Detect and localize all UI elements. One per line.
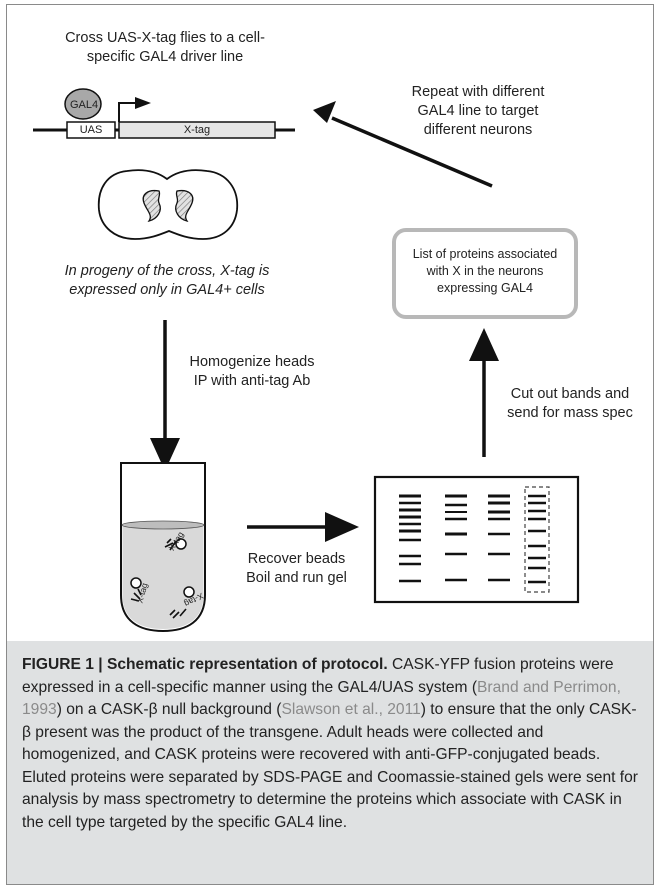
- mass-spec-text: Cut out bands and send for mass spec: [507, 386, 633, 421]
- cross-instruction: Cross UAS-X-tag flies to a cell- specifi…: [65, 30, 265, 65]
- diagram-graphics: [33, 88, 580, 633]
- gel-bands: [399, 494, 546, 584]
- antibody-bead: [164, 538, 187, 551]
- recover-text: Recover beads Boil and run gel: [246, 551, 347, 586]
- progeny-text: In progeny of the cross, X-tag is expres…: [64, 263, 270, 298]
- homogenize-text: Homogenize heads IP with anti-tag Ab: [189, 354, 315, 389]
- caption-heading: FIGURE 1 | Schematic representation of p…: [22, 656, 388, 673]
- caption-text-1: CASK-YFP fusion proteins were expressed …: [22, 656, 614, 696]
- antibody-bead: [169, 586, 195, 619]
- figure-caption: FIGURE 1 | Schematic representation of p…: [7, 641, 653, 884]
- transgene-construct: [33, 88, 295, 139]
- figure-frame: Cross UAS-X-tag flies to a cell- specifi…: [6, 4, 654, 885]
- repeat-text: Repeat with different GAL4 line to targe…: [411, 84, 545, 138]
- caption-text-2: ) on a CASK-β null background (: [56, 701, 282, 718]
- homogenize-arrow: [150, 320, 180, 471]
- protein-list-box: [392, 228, 578, 319]
- gel-arrow: [247, 512, 359, 542]
- uas-label: UAS: [79, 124, 103, 136]
- citation-slawson[interactable]: Slawson et al., 2011: [281, 701, 421, 718]
- antibody-bead: [130, 577, 142, 602]
- repeat-arrow: [313, 101, 493, 188]
- fly-brain-icon: [97, 169, 239, 240]
- caption-text-3: ) to ensure that the only CASK-β present…: [22, 701, 638, 831]
- gal4-label: GAL4: [70, 99, 99, 111]
- xtag-label: X-tag: [183, 124, 211, 136]
- protein-list-text: List of proteins associated with X in th…: [412, 247, 558, 295]
- mass-spec-arrow: [469, 328, 499, 457]
- ip-tube: [120, 462, 206, 633]
- citation-brand-perrimon[interactable]: Brand and Perrimon, 1993: [22, 678, 621, 719]
- promoter-arrow: [118, 102, 137, 122]
- excised-lane: [524, 486, 550, 593]
- gal4-protein: [64, 88, 102, 120]
- protocol-diagram: Cross UAS-X-tag flies to a cell- specifi…: [7, 5, 653, 641]
